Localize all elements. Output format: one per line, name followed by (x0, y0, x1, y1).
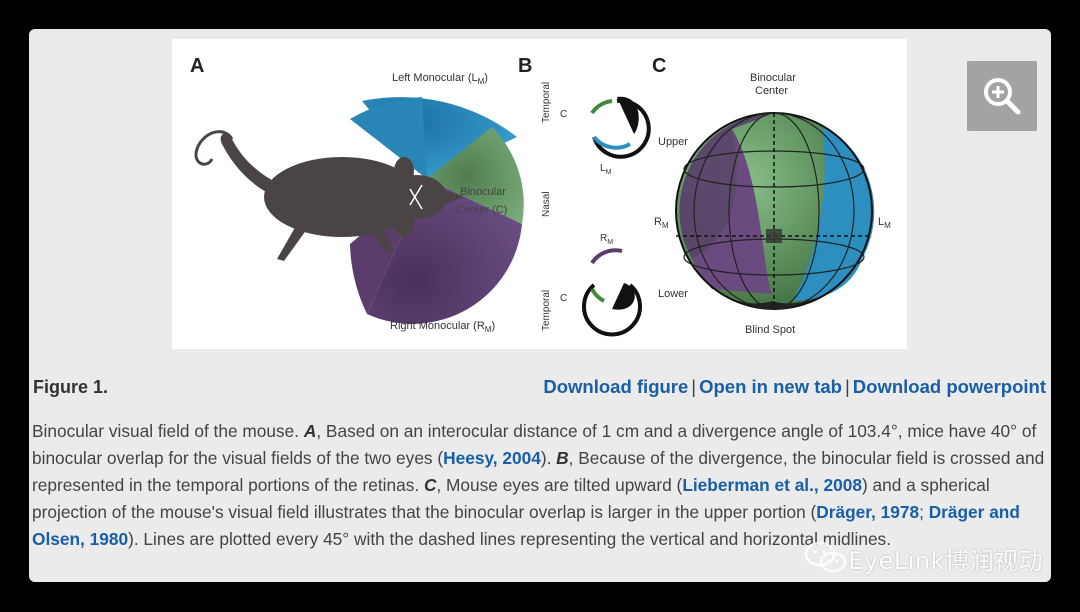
figure-illustration: A Left M (172, 39, 907, 349)
watermark: EyeLink博润视动 (804, 540, 1043, 576)
link-separator: | (688, 376, 699, 397)
blind-spot-label: Blind Spot (745, 324, 795, 336)
c-label-bottom: C (560, 293, 567, 304)
panel-a-letter: A (190, 55, 204, 77)
nasal-label: Nasal (541, 191, 552, 217)
rm-label-c: RM (654, 216, 669, 230)
binocular-center-c-1: Binocular (750, 72, 796, 84)
upper-label: Upper (658, 136, 688, 148)
reference-link-lieberman[interactable]: Lieberman et al., 2008 (682, 475, 862, 495)
caption-panel-c: C (424, 475, 436, 495)
zoom-button[interactable] (967, 61, 1037, 131)
caption-panel-b: B (556, 448, 568, 468)
figure-panel: A Left M (29, 29, 1051, 582)
c-label-top: C (560, 109, 567, 120)
caption-panel-a: A (304, 421, 316, 441)
rm-label-b: RM (600, 233, 613, 246)
caption-text: ). Lines are plotted every 45° with the … (128, 529, 891, 549)
binocular-center-c-2: Center (755, 85, 788, 97)
figure-image[interactable]: A Left M (172, 39, 907, 349)
watermark-text: EyeLink博润视动 (848, 541, 1043, 576)
temporal-bottom-label: Temporal (541, 290, 552, 331)
download-figure-link[interactable]: Download figure (543, 376, 688, 397)
caption-text: , Mouse eyes are tilted upward ( (436, 475, 682, 495)
lm-label-b: LM (600, 163, 612, 176)
caption-text: Binocular visual field of the mouse. (32, 421, 304, 441)
figure-links: Download figure|Open in new tab|Download… (543, 376, 1046, 398)
right-eye-diagram (584, 250, 640, 334)
caption-text: ). (541, 448, 556, 468)
wechat-icon (804, 540, 848, 576)
panel-c-letter: C (652, 55, 666, 77)
panel-b-letter: B (518, 55, 532, 77)
left-monocular-label: Left Monocular (LM) (392, 72, 488, 86)
download-powerpoint-link[interactable]: Download powerpoint (853, 376, 1046, 397)
left-eye-diagram (592, 97, 649, 157)
caption-text: ; (919, 502, 929, 522)
visual-field-sphere (676, 113, 874, 310)
binocular-center-label-1: Binocular (460, 186, 506, 198)
zoom-in-icon (982, 76, 1022, 116)
lm-label-c: LM (878, 216, 891, 230)
right-monocular-label: Right Monocular (RM) (390, 320, 495, 334)
link-separator: | (842, 376, 853, 397)
figure-caption: Binocular visual field of the mouse. A , … (32, 418, 1047, 553)
lower-label: Lower (658, 288, 688, 300)
open-new-tab-link[interactable]: Open in new tab (699, 376, 842, 397)
temporal-top-label: Temporal (541, 82, 552, 123)
reference-link-drager-1978[interactable]: Dräger, 1978 (816, 502, 919, 522)
figure-label: Figure 1. (33, 377, 108, 398)
reference-link-heesy[interactable]: Heesy, 2004 (443, 448, 541, 468)
binocular-center-label-2: Center (C) (456, 204, 507, 216)
